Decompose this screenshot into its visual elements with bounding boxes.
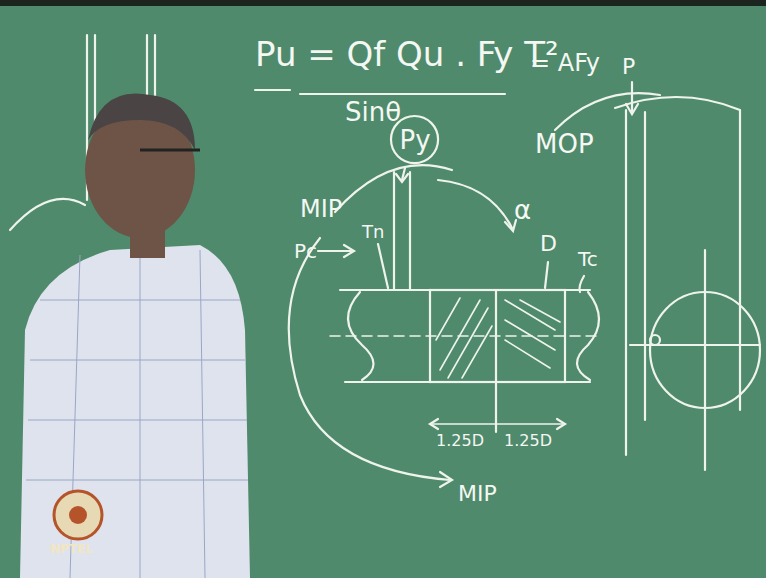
thickness-label: Tn [362,222,384,242]
node-text: Py [399,125,430,155]
circled-label: Py [389,114,440,165]
formula: Pu = Qf Qu . Fy T² [255,36,559,73]
dimension-label: D [540,232,557,256]
moment-label: MIP [300,196,342,222]
dimension-label: 1.25D [436,432,484,450]
load-label: Pc [294,240,317,262]
formula-denominator: Sinθ [345,98,401,127]
moment-label: MIP [458,482,497,506]
angle-label: α [514,196,531,225]
dimension-label: 1.25D [504,432,552,450]
thickness-label: Tc [578,248,598,270]
logo-text: NPTEL [50,543,93,556]
moment-label: MOP [535,130,594,159]
load-label: P [622,55,635,79]
formula-note: = AFy [530,50,600,76]
